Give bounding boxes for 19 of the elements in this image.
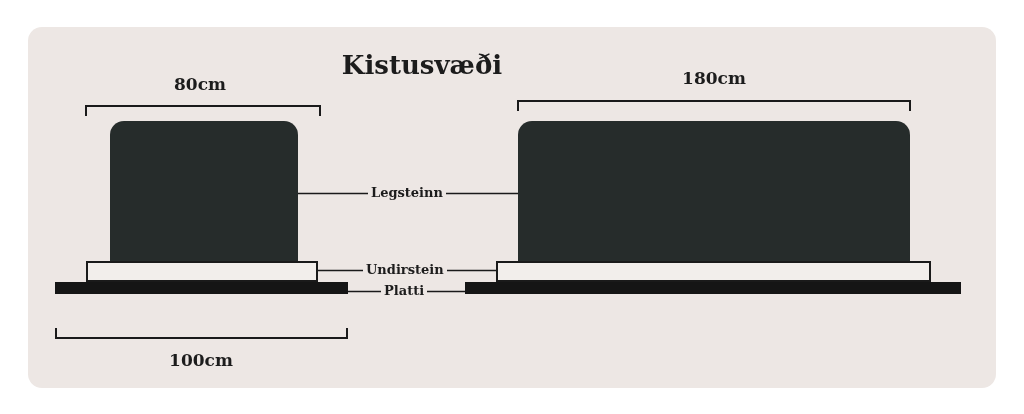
ground-plate (465, 282, 961, 294)
base-slab (496, 261, 931, 282)
dimension-label: 100cm (169, 352, 233, 369)
leader-line (426, 290, 466, 293)
headstone (518, 121, 910, 262)
dimension-label: 180cm (682, 70, 746, 87)
part-label: Undirstein (363, 262, 447, 276)
leader-line (446, 269, 497, 272)
part-label: Legsteinn (368, 185, 446, 199)
base-slab (86, 261, 318, 282)
leader-line (297, 192, 369, 195)
part-label: Platti (381, 283, 428, 297)
dimension-label: 80cm (174, 76, 226, 93)
leader-line (317, 269, 364, 272)
leader-line (347, 290, 382, 293)
leader-line (445, 192, 519, 195)
title: Kistusvæði (341, 52, 503, 78)
headstone (110, 121, 298, 262)
ground-plate (55, 282, 348, 294)
